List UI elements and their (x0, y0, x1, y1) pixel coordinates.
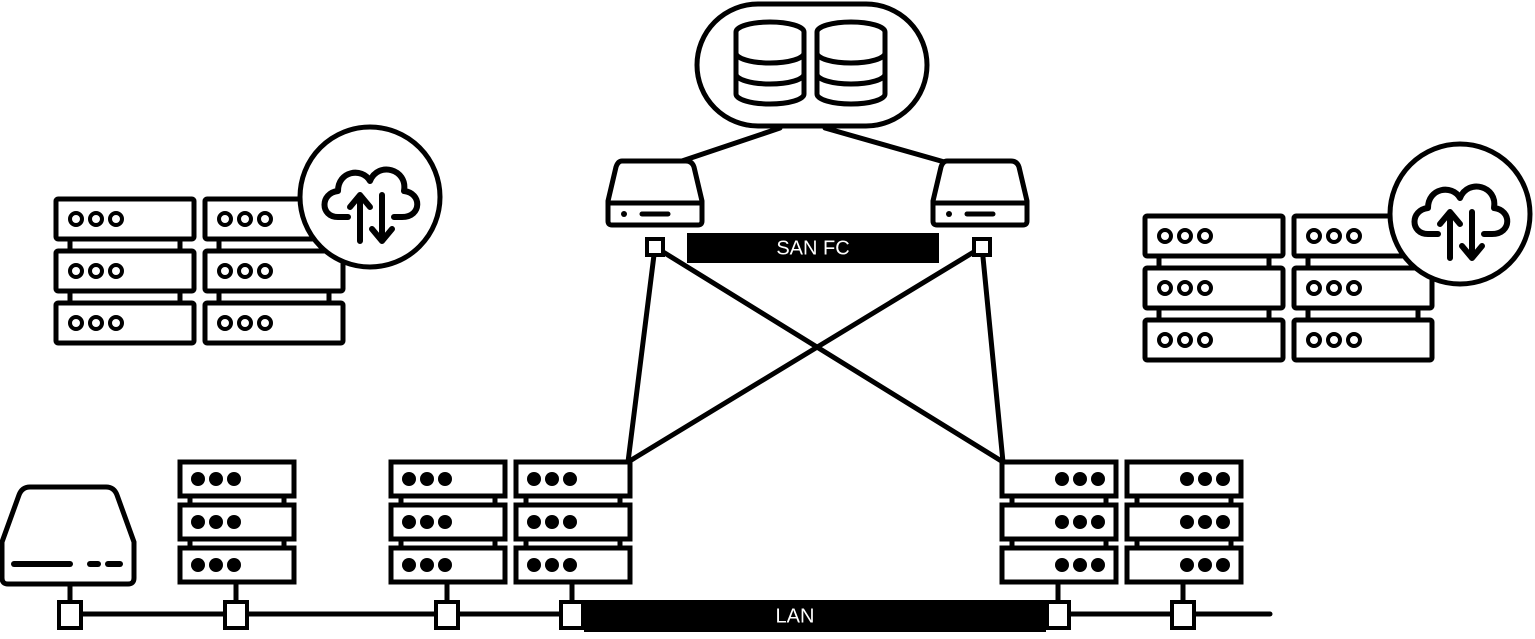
san-fc-bar: SAN FC (687, 233, 939, 263)
server-rack-icon (1145, 216, 1283, 360)
cloud-sync-icon (300, 127, 440, 267)
storage-drive-icon (933, 161, 1027, 225)
database-cylinder-icon (817, 22, 885, 104)
database-cylinder-icon (736, 22, 804, 104)
network-node-icon (1045, 600, 1071, 630)
network-node-icon (1170, 600, 1196, 630)
network-node-icon (559, 600, 585, 630)
network-node-icon (972, 237, 992, 257)
san-fc-label: SAN FC (776, 237, 849, 259)
server-rack-icon (391, 462, 505, 582)
database-cluster (694, 1, 930, 129)
lan-label: LAN (776, 605, 815, 627)
server-rack-icon (1002, 462, 1116, 582)
server-rack-icon (1127, 462, 1241, 582)
network-node-icon (57, 600, 83, 630)
server-rack-icon (516, 462, 630, 582)
server-rack-icon (180, 462, 294, 582)
server-rack-icon (56, 199, 194, 343)
network-node-icon (223, 600, 249, 630)
network-node-icon (645, 237, 665, 257)
storage-drive-icon (608, 161, 702, 225)
nas-drive-icon (0, 484, 137, 587)
lan-bar: LAN (584, 600, 1046, 632)
cloud-sync-icon (1390, 144, 1530, 284)
network-node-icon (434, 600, 460, 630)
